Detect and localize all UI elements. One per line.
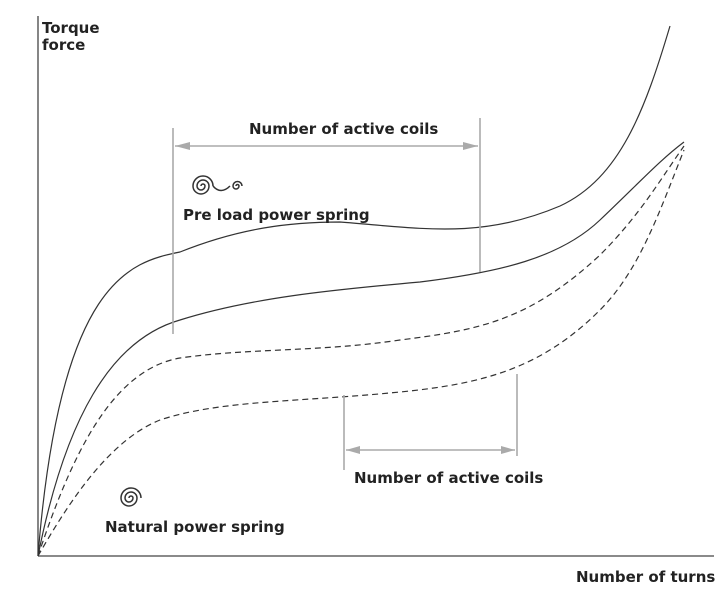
preload-spring-spiral-icon [192, 175, 243, 195]
y-axis-title-line2: force [42, 36, 86, 54]
preload-spring-label: Pre load power spring [183, 206, 370, 224]
top-coils-left-arrowhead [175, 142, 190, 150]
x-axis-title: Number of turns [576, 568, 716, 586]
natural-spring-lower-curve [37, 149, 685, 557]
natural-spring-upper-curve [37, 145, 685, 557]
active-coils-label-bottom: Number of active coils [354, 469, 544, 487]
top-coils-right-arrowhead [463, 142, 478, 150]
natural-spring-spiral-icon [120, 487, 142, 507]
bottom-coils-right-arrowhead [501, 446, 515, 454]
bottom-coils-left-arrowhead [346, 446, 360, 454]
active-coils-label-top: Number of active coils [249, 120, 439, 138]
natural-spring-label: Natural power spring [105, 518, 285, 536]
preload-spring-lower-curve [37, 141, 685, 557]
y-axis-title: Torque force [42, 20, 100, 54]
preload-spring-upper-curve [37, 25, 671, 557]
y-axis-title-line1: Torque [42, 19, 100, 37]
